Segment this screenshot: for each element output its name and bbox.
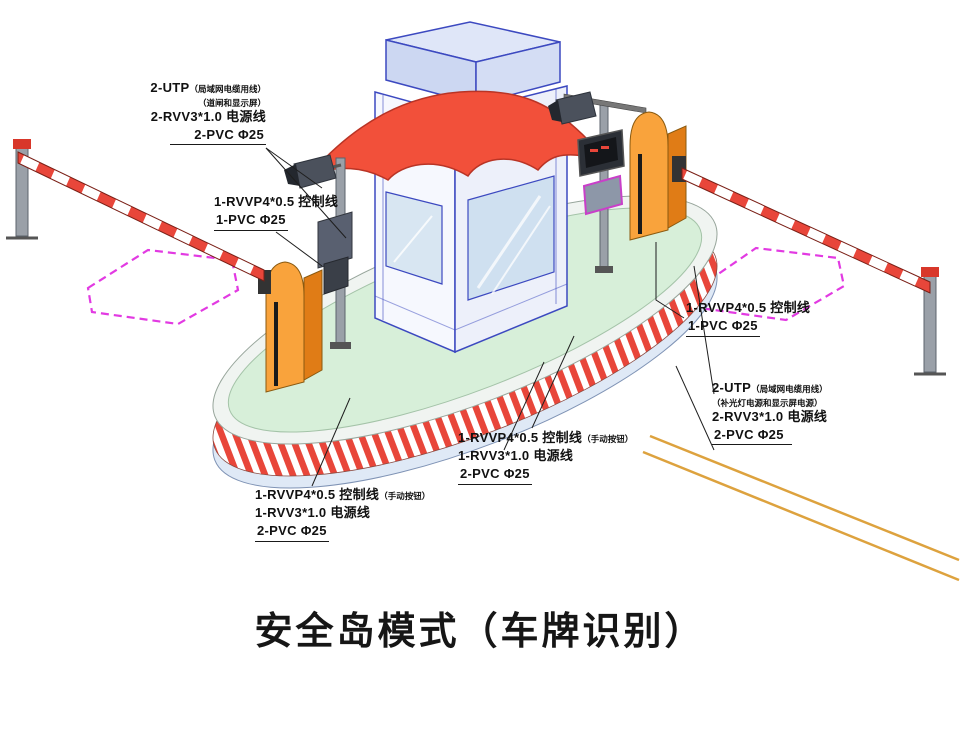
booth-canopy (310, 90, 597, 181)
barrier-arm-right (681, 167, 931, 294)
safety-island (212, 195, 718, 489)
label-booth-center-cables: 1-RVVP4*0.5 控制线（手动按钮） 1-RVV3*1.0 电源线 2-P… (458, 428, 633, 485)
led-display-screen (577, 129, 625, 177)
label-right-gate-cables: 2-UTP（局域网电缆用线） （补光灯电源和显示屏电源） 2-RVV3*1.0 … (712, 378, 902, 446)
camera-pole-left (284, 154, 353, 349)
lpr-camera-left (284, 154, 337, 189)
label-left-gate-cables: 2-UTP（局域网电缆用线） （道闸和显示屏） 2-RVV3*1.0 电源线 2… (118, 78, 266, 146)
fill-light-panel (582, 174, 624, 216)
label-booth-left-cables: 1-RVVP4*0.5 控制线（手动按钮） 1-RVV3*1.0 电源线 2-P… (255, 485, 430, 542)
lpr-camera-right (548, 91, 597, 125)
camera-pole-right (548, 91, 647, 273)
barrier-arm-left (17, 151, 265, 282)
control-box-left-pole (317, 211, 353, 295)
diagram-title: 安全岛模式（车牌识别） (254, 611, 706, 653)
leader-lines (265, 147, 715, 487)
label-right-island-control: 1-RVVP4*0.5 控制线 1-PVC Φ25 (686, 300, 810, 337)
barrier-gate-left (6, 139, 271, 294)
road-edge-lines (642, 434, 960, 582)
barrier-machine-left (265, 261, 323, 393)
booth-roof-cap (385, 21, 561, 105)
arm-support-cap-right (921, 267, 939, 277)
pole-base-left (330, 342, 351, 349)
arm-support-cap-left (13, 139, 31, 149)
ground-loop-right (696, 246, 846, 322)
label-left-island-control: 1-RVVP4*0.5 控制线 1-PVC Φ25 (214, 194, 338, 231)
ground-loop-left (86, 248, 240, 326)
cable-spec-text: 2-UTP (150, 80, 190, 95)
barrier-gate-right (672, 156, 946, 376)
pole-base-right (595, 266, 613, 273)
